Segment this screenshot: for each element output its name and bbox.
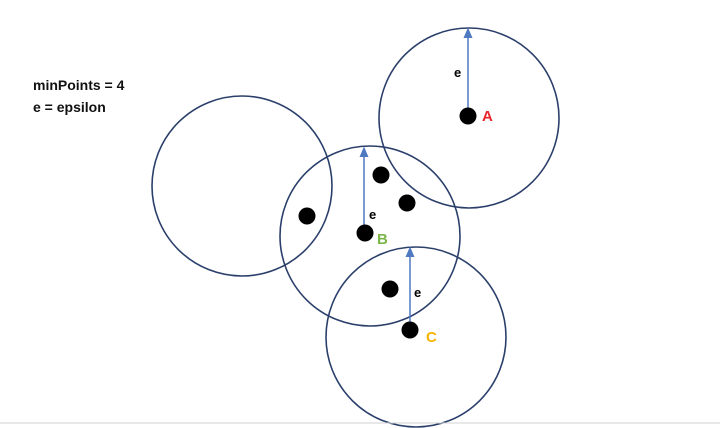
epsilon-label-b: e: [369, 207, 376, 222]
circle-b: [279, 145, 461, 327]
point-c: [401, 321, 419, 339]
circle-left: [151, 95, 333, 277]
epsilon-definition: e = epsilon: [33, 99, 106, 115]
point: [372, 166, 390, 184]
label-b: B: [377, 231, 388, 248]
point: [398, 194, 416, 212]
min-points-label: minPoints = 4: [33, 77, 125, 93]
point: [381, 280, 399, 298]
label-a: A: [482, 108, 493, 125]
label-c: C: [426, 329, 437, 346]
epsilon-label-c: e: [414, 285, 421, 300]
point: [298, 207, 316, 225]
legend: minPoints = 4 e = epsilon: [33, 74, 124, 118]
point-a: [459, 107, 477, 125]
epsilon-label-a: e: [454, 65, 461, 80]
circle-c: [325, 246, 507, 428]
point-b: [356, 224, 374, 242]
